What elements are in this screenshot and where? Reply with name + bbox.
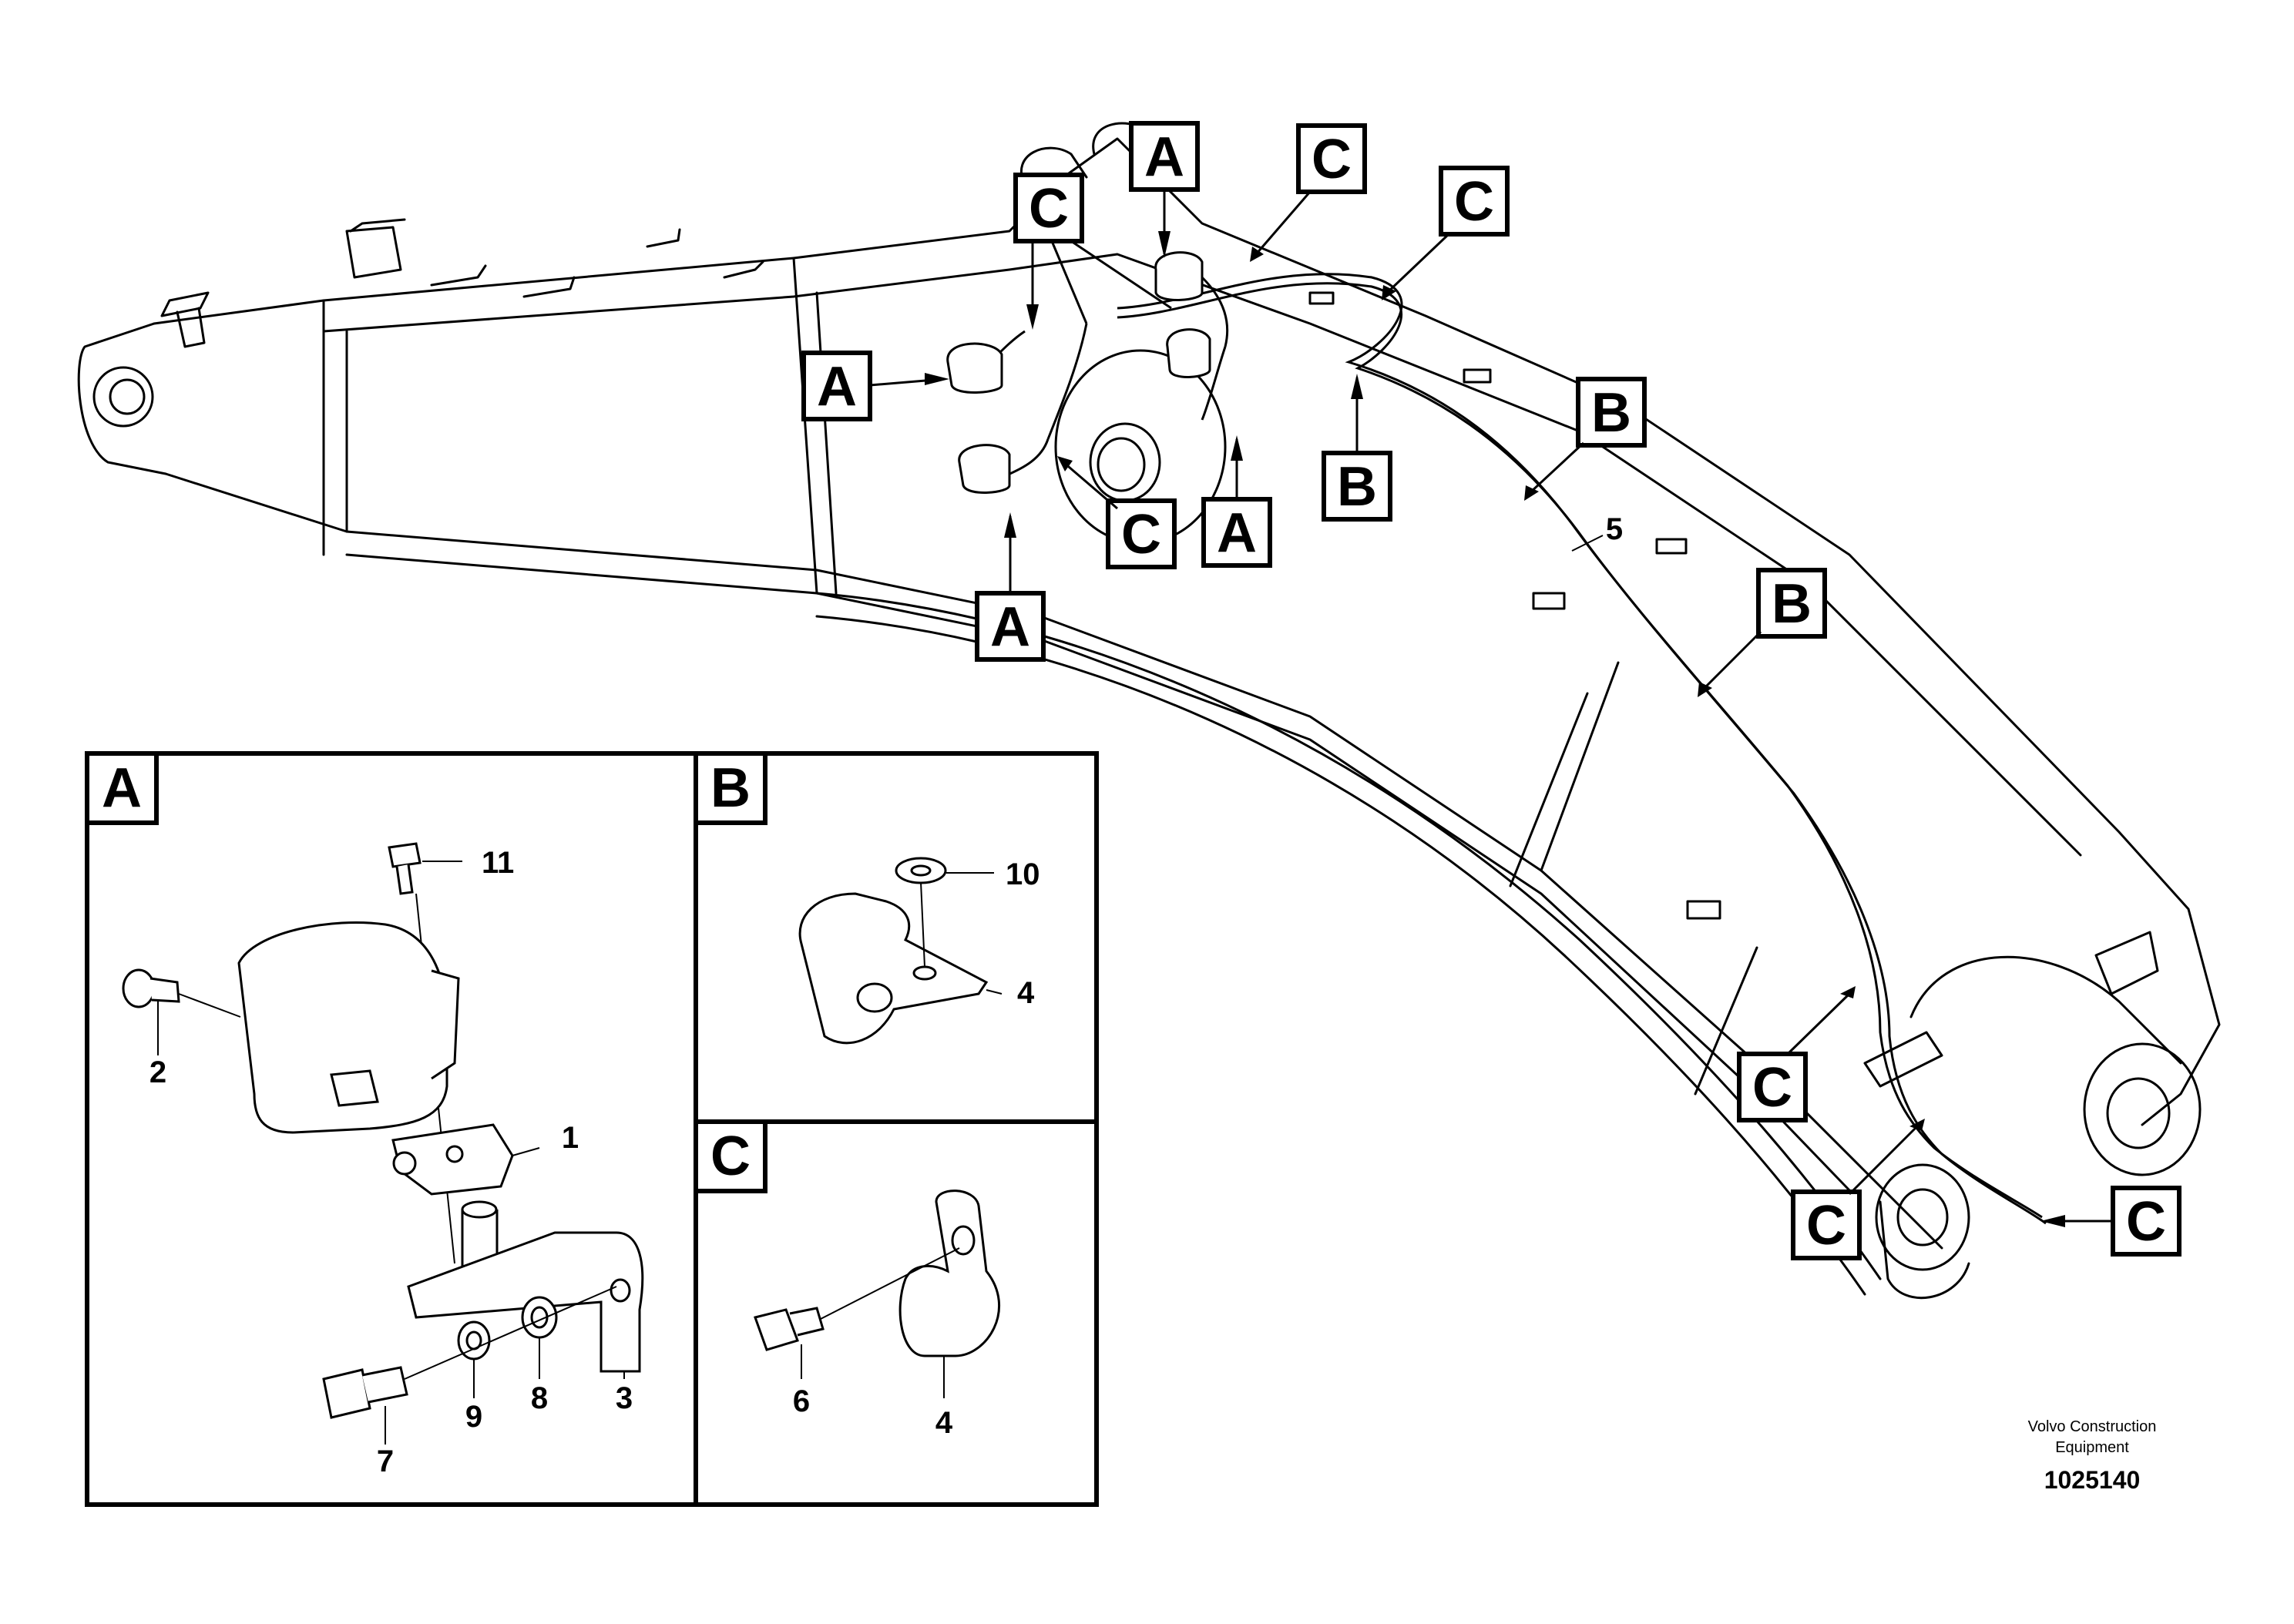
svg-text:A: A [817, 356, 857, 418]
callout-b-right-1: B [1524, 377, 1647, 501]
label-4-c: 4 [935, 1406, 953, 1440]
label-6: 6 [793, 1384, 810, 1418]
callout-a-mid-right: A [1201, 435, 1272, 568]
svg-text:B: B [710, 757, 751, 819]
svg-text:C: C [1029, 178, 1069, 240]
detail-b-panel: B 10 4 [694, 751, 1099, 1124]
svg-text:C: C [2126, 1191, 2166, 1253]
label-4-b: 4 [1017, 976, 1035, 1010]
svg-text:A: A [990, 596, 1030, 658]
svg-text:A: A [1217, 502, 1257, 564]
detail-c-panel: C 6 4 [694, 1119, 1099, 1507]
svg-text:B: B [1337, 456, 1377, 518]
callout-c-top-1: C [1250, 123, 1367, 262]
label-8: 8 [531, 1381, 548, 1415]
detail-a-panel: A [85, 751, 698, 1507]
svg-text:C: C [1121, 504, 1161, 565]
label-10: 10 [1006, 857, 1040, 891]
clamp-b [798, 857, 989, 1045]
callout-c-right-1: C [1737, 986, 1856, 1122]
callout-c-top-2: C [1382, 166, 1510, 300]
callout-b-right-2: B [1698, 568, 1827, 697]
svg-text:C: C [710, 1126, 751, 1187]
svg-text:C: C [1454, 171, 1494, 233]
callout-c-mid: C [1057, 456, 1177, 569]
callout-c-top-left: C [1013, 173, 1172, 330]
callout-a-bottom: A [975, 512, 1046, 662]
svg-text:A: A [102, 757, 142, 819]
callout-b-mid: B [1322, 374, 1392, 522]
drawing-number: 1025140 [2044, 1466, 2141, 1494]
label-1: 1 [562, 1121, 579, 1155]
label-2: 2 [149, 1055, 166, 1089]
svg-text:C: C [1312, 129, 1352, 190]
callout-c-right-3: C [2040, 1186, 2181, 1257]
clamp-c [754, 1189, 1001, 1357]
svg-text:A: A [1144, 126, 1184, 188]
label-11: 11 [482, 846, 514, 880]
callout-a-mid-left: A [801, 351, 949, 421]
callout-c-right-2: C [1791, 1119, 1925, 1260]
label-3: 3 [616, 1381, 633, 1415]
svg-text:B: B [1772, 573, 1812, 635]
boom-lamps [946, 251, 1211, 494]
svg-text:C: C [1806, 1195, 1846, 1257]
cable-harness [962, 273, 2047, 1225]
label-7: 7 [377, 1444, 394, 1478]
svg-text:C: C [1752, 1057, 1792, 1119]
company-name-line1: Volvo Construction [2028, 1418, 2157, 1435]
footer: Volvo Construction Equipment 1025140 [2028, 1418, 2157, 1494]
label-9: 9 [465, 1400, 482, 1434]
svg-text:B: B [1591, 382, 1631, 444]
cable-label: 5 [1606, 512, 1623, 546]
company-name-line2: Equipment [2055, 1439, 2129, 1456]
lamp-assembly [122, 842, 644, 1419]
callout-a-top: A [1129, 121, 1200, 258]
